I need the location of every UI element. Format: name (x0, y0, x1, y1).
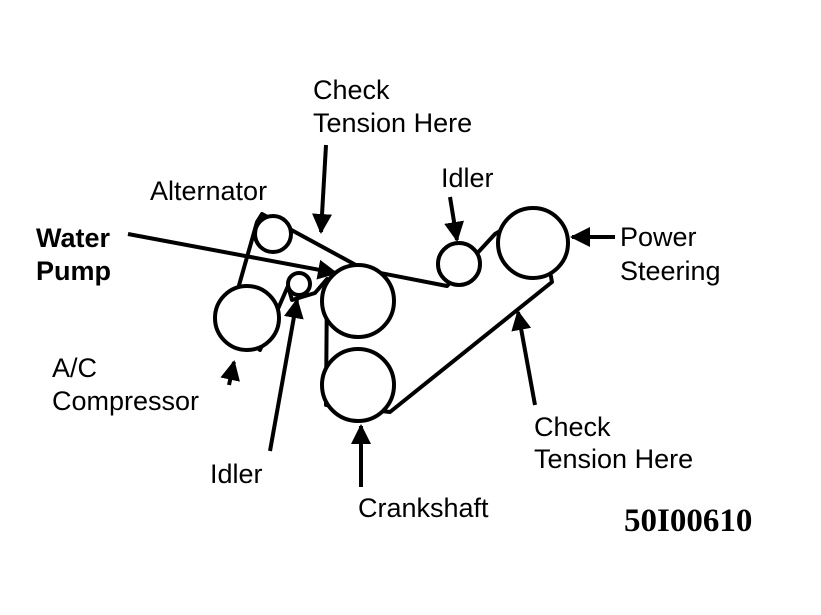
ac-compressor-arrow (220, 360, 240, 386)
figure-code: 50I00610 (624, 503, 753, 539)
lower-idler-pulley (286, 271, 312, 297)
check-tension-top-label-line1: Check (313, 75, 390, 105)
power-steering-label-line2: Steering (620, 256, 721, 286)
alternator-label: Alternator (150, 176, 268, 206)
check-tension-bottom-label-line1: Check (534, 412, 611, 442)
ac-compressor-label-line2: Compressor (52, 386, 200, 416)
crankshaft-pulley (320, 347, 396, 423)
water-pump-arrow (127, 232, 338, 280)
ac-compressor-label-line1: A/C (52, 353, 98, 383)
upper-idler-pulley (436, 241, 482, 287)
check-tension-bottom-arrow (511, 310, 537, 406)
ac-compressor-pulley (213, 284, 281, 352)
check-tension-top-arrow (312, 144, 333, 234)
water-pump-pulley (320, 263, 396, 339)
water-pump-label-line1: Water (36, 223, 111, 253)
idler-top-label: Idler (441, 163, 494, 193)
check-tension-top-label-line2: Tension Here (313, 108, 473, 138)
power-steering-label-line1: Power (620, 222, 697, 252)
upper-idler-arrow (444, 196, 464, 242)
crankshaft-label: Crankshaft (358, 493, 489, 523)
power-steering-pulley (496, 206, 570, 280)
check-tension-bottom-label-line2: Tension Here (534, 444, 694, 474)
alternator-pulley (253, 214, 293, 254)
lower-idler-arrow (268, 298, 304, 452)
water-pump-label-line2: Pump (36, 256, 112, 286)
idler-bottom-label: Idler (210, 459, 263, 489)
